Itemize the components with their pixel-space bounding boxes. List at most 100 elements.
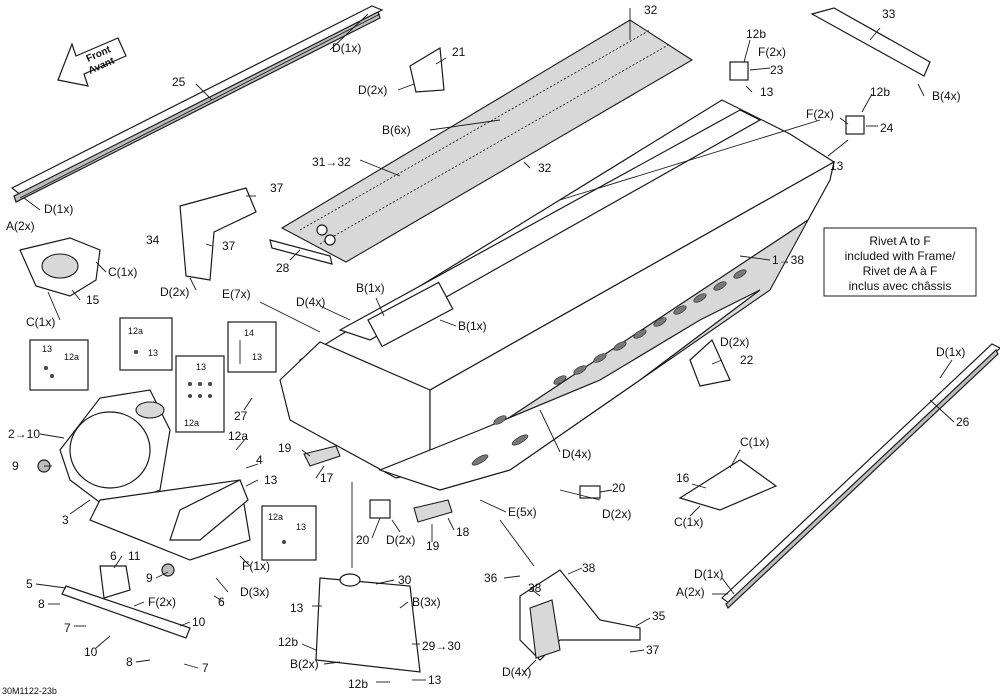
leader-lines	[23, 8, 955, 683]
callout-21: 21	[452, 45, 466, 59]
callout-23: 23	[770, 63, 784, 77]
hardware-box-14	[227, 321, 277, 373]
callout-25: 25	[172, 75, 186, 89]
callout-13-left-box: 13	[42, 344, 52, 354]
part-21-bracket	[409, 46, 445, 93]
callout-27: 27	[234, 409, 248, 423]
part-22-bracket	[689, 339, 731, 387]
part-1-tunnel-frame	[279, 99, 836, 491]
callout-38-left: 38	[528, 581, 542, 595]
callout-d1x-left-rail: D(1x)	[332, 41, 361, 55]
callout-37-mid: 37	[222, 239, 236, 253]
callout-30: 30	[398, 573, 412, 587]
callout-9-left: 9	[12, 459, 19, 473]
note-line-4: inclus avec châssis	[849, 279, 952, 293]
callout-13-bottom: 13	[428, 673, 442, 687]
part-33-bar	[810, 7, 931, 77]
callout-a2x-left: A(2x)	[6, 219, 35, 233]
callout-6-left: 6	[110, 549, 117, 563]
callout-12b-24: 12b	[870, 85, 890, 99]
callout-f2x-lower: F(2x)	[148, 595, 176, 609]
figure-id: 30M1122-23b	[2, 686, 57, 696]
callout-14: 14	[244, 328, 254, 338]
callout-c1x-15-bottom: C(1x)	[26, 315, 55, 329]
hardware-box-left	[29, 339, 89, 391]
callout-4: 4	[256, 453, 263, 467]
callout-12a-grid-box: 12a	[184, 418, 199, 428]
part-17-clamp	[303, 445, 341, 467]
callout-6-right: 6	[218, 595, 225, 609]
callout-13-grid-box: 13	[196, 362, 206, 372]
callout-22: 22	[740, 353, 754, 367]
callout-c1x-15-top: C(1x)	[108, 265, 137, 279]
callout-e5x: E(5x)	[508, 505, 537, 519]
part-28-bar	[269, 239, 333, 265]
callout-13-14-box: 13	[252, 352, 262, 362]
callout-19-17: 19	[278, 441, 292, 455]
note-line-3: Rivet de A à F	[863, 264, 938, 278]
part-34-bracket	[179, 187, 257, 281]
callout-e7x: E(7x)	[222, 287, 251, 301]
callout-f2x-24: F(2x)	[806, 107, 834, 121]
callout-7-bottom: 7	[202, 661, 209, 675]
callout-d2x-21: D(2x)	[358, 83, 387, 97]
callout-12a-right: 12a	[228, 429, 248, 443]
part-9-bushings	[37, 459, 175, 577]
callout-b4x: B(4x)	[932, 89, 961, 103]
callout-b1x-2: B(1x)	[458, 319, 487, 333]
callout-b2x: B(2x)	[290, 657, 319, 671]
part-35-rear-bracket	[519, 569, 641, 661]
callout-d1x-rail-end: D(1x)	[44, 202, 73, 216]
callout-10-right: 10	[192, 615, 206, 629]
callout-13-24: 13	[830, 159, 844, 173]
callout-19-18: 19	[426, 539, 440, 553]
callout-29-30: 29→30	[422, 639, 461, 653]
callout-a2x-right: A(2x)	[676, 585, 705, 599]
part-20-plate	[369, 485, 601, 519]
callout-d3x: D(3x)	[240, 585, 269, 599]
callout-35: 35	[652, 609, 666, 623]
hardware-box-12a-top	[119, 317, 173, 371]
part-5-bumper-bar	[61, 585, 191, 639]
callout-b6x: B(6x)	[382, 123, 411, 137]
callout-37-top: 37	[270, 181, 284, 195]
callout-31-32: 31→32	[312, 155, 351, 169]
callout-12b-bottom: 12b	[348, 677, 368, 691]
callout-17: 17	[320, 471, 334, 485]
callout-9-lower: 9	[146, 571, 153, 585]
note-line-2: included with Frame/	[845, 249, 956, 263]
callout-d1x-right-end: D(1x)	[694, 567, 723, 581]
hardware-box-12a-bottom	[261, 505, 317, 561]
callout-b3x: B(3x)	[412, 595, 441, 609]
callout-d4x-mid: D(4x)	[562, 447, 591, 461]
callout-28: 28	[276, 261, 290, 275]
front-arrow: Front Avant	[57, 37, 127, 87]
callout-38-right: 38	[582, 561, 596, 575]
callout-32-mid: 32	[538, 161, 552, 175]
part-16-bracket	[678, 459, 778, 511]
hardware-box-13-grid	[175, 355, 225, 433]
callout-26: 26	[956, 415, 970, 429]
part-18-clamp	[413, 499, 453, 523]
callout-1-38: 1→38	[772, 253, 804, 267]
callout-37-bottom: 37	[646, 643, 660, 657]
callout-f2x-23: F(2x)	[758, 45, 786, 59]
callout-12b-23: 12b	[746, 27, 766, 41]
callout-8-bottom: 8	[126, 655, 133, 669]
callout-d2x-20-left: D(2x)	[386, 533, 415, 547]
callout-f1x: F(1x)	[242, 559, 270, 573]
part-29-cooler	[315, 573, 421, 673]
callout-3: 3	[62, 513, 69, 527]
part-25-left-rail	[10, 5, 384, 203]
callout-d1x-right-rail: D(1x)	[936, 345, 965, 359]
callout-5: 5	[26, 577, 33, 591]
callout-c1x-16-bottom: C(1x)	[674, 515, 703, 529]
callout-d2x-22: D(2x)	[720, 335, 749, 349]
tunnel-side-slots	[471, 269, 747, 466]
part-11-plate	[99, 565, 131, 599]
callout-12b-29: 12b	[278, 635, 298, 649]
part-23-bracket	[729, 61, 749, 81]
callout-13-23: 13	[760, 85, 774, 99]
callout-20-left: 20	[356, 533, 370, 547]
